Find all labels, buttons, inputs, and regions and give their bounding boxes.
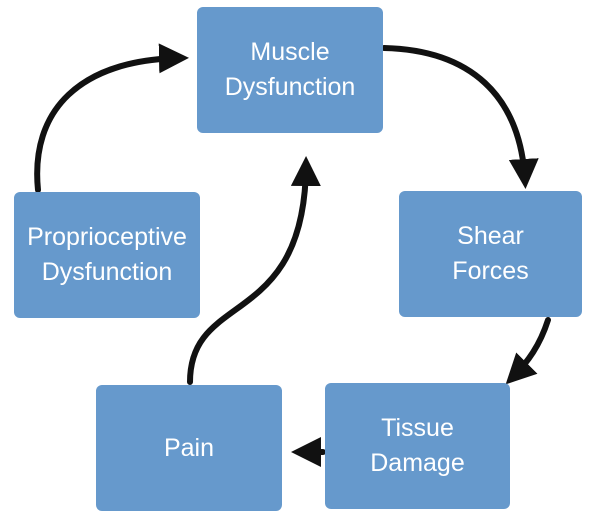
node-muscle-dysfunction: Muscle Dysfunction <box>197 7 383 133</box>
node-pain: Pain <box>96 385 282 511</box>
node-tissue-damage: Tissue Damage <box>325 383 510 509</box>
arrow-proprio-to-muscle <box>34 43 189 193</box>
arrow-pain-to-muscle <box>187 156 321 385</box>
node-shear-forces: Shear Forces <box>399 191 582 317</box>
arrow-muscle-to-shear <box>381 45 539 189</box>
arrow-shear-to-tissue <box>505 317 551 385</box>
node-proprioceptive-dysfunction: Proprioceptive Dysfunction <box>14 192 200 318</box>
